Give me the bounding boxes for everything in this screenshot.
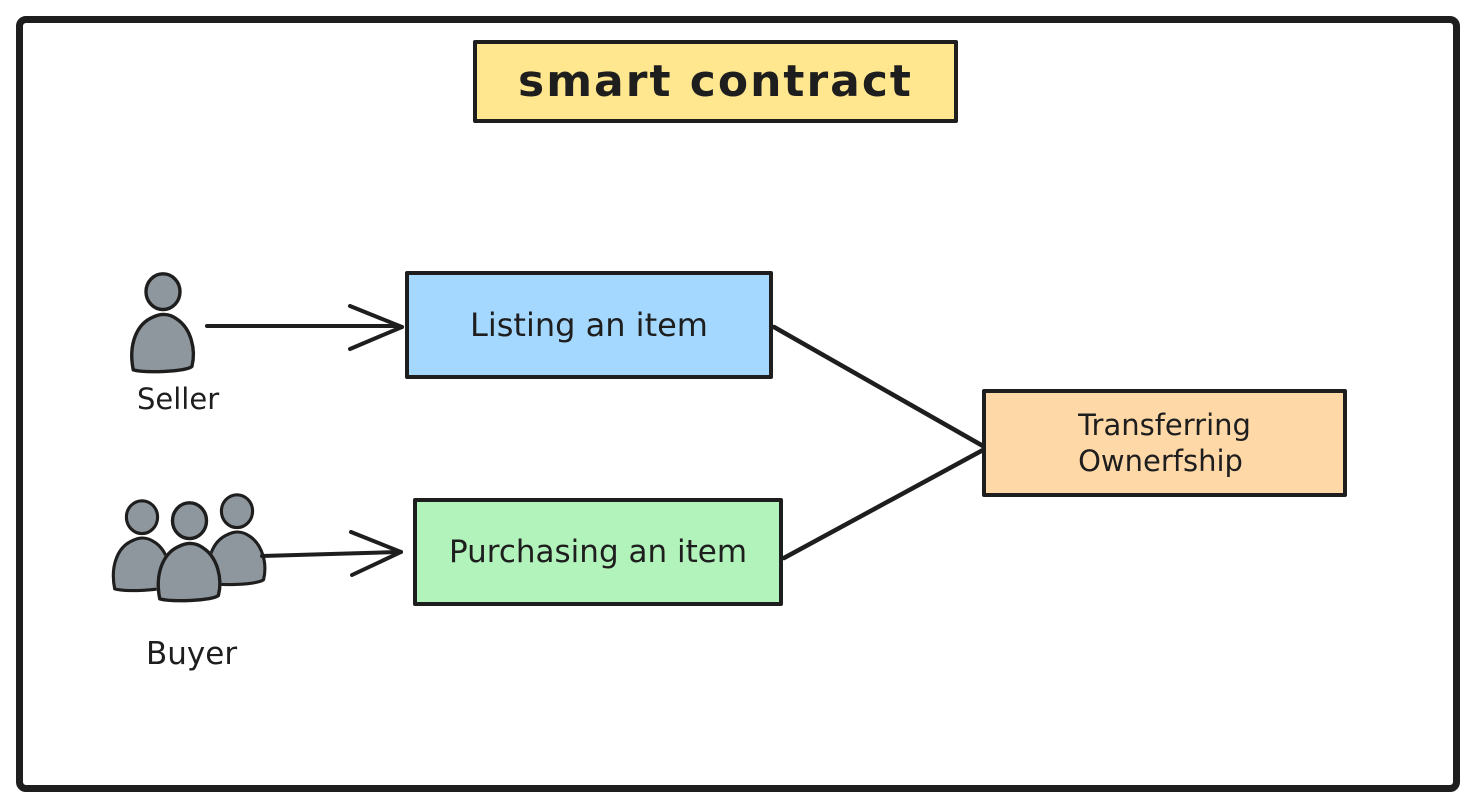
node-label: Purchasing an item	[448, 534, 748, 570]
title-box: smart contract	[473, 40, 958, 123]
node-label: Transferring Ownerfship	[1078, 407, 1251, 480]
node-listing-an-item: Listing an item	[405, 271, 773, 379]
node-transferring-ownership: Transferring Ownerfship	[982, 389, 1347, 497]
seller-label: Seller	[137, 382, 220, 416]
diagram-title: smart contract	[518, 56, 913, 107]
node-label-line1: Transferring	[1078, 407, 1251, 442]
node-label: Listing an item	[470, 306, 708, 344]
diagram-border	[16, 16, 1460, 792]
buyer-label: Buyer	[146, 636, 238, 672]
node-label-line2: Ownerfship	[1078, 444, 1243, 478]
node-purchasing-an-item: Purchasing an item	[413, 498, 783, 606]
